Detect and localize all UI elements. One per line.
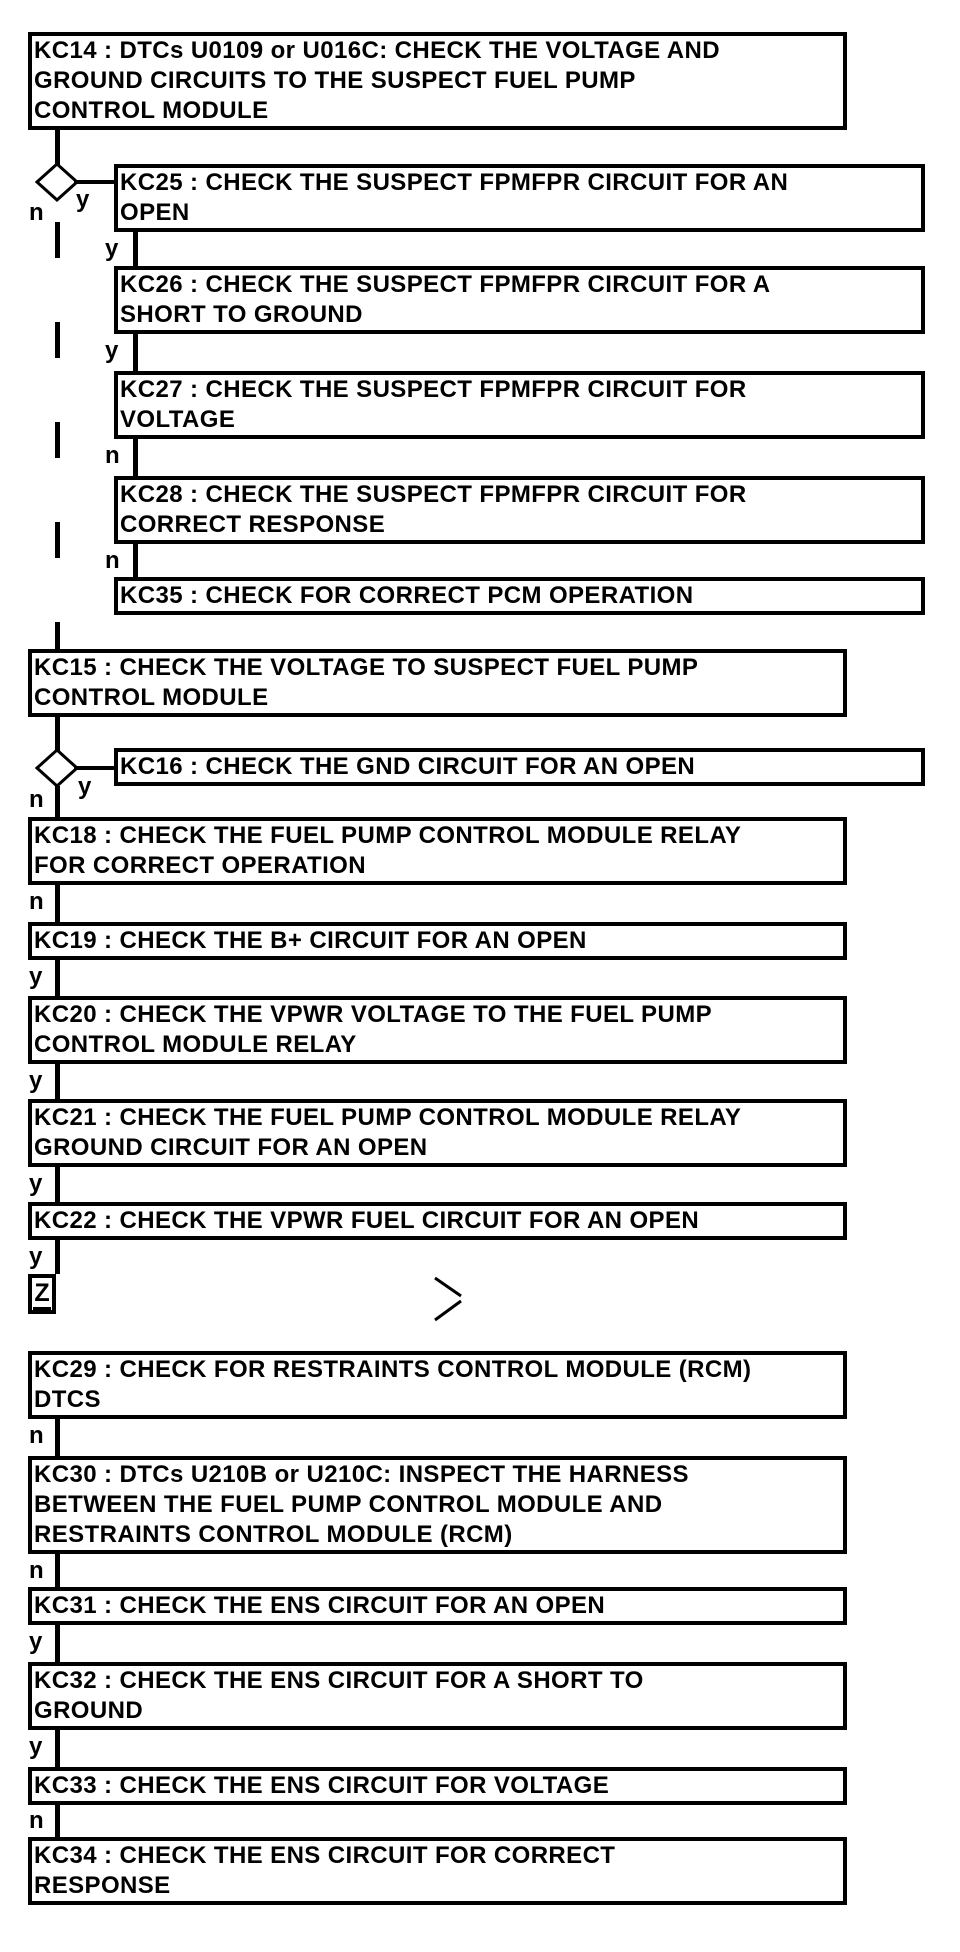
connector-line (55, 1554, 60, 1587)
connector-line (55, 960, 60, 996)
flow-node-kc18: KC18 : CHECK THE FUEL PUMP CONTROL MODUL… (28, 817, 847, 885)
flow-node-kc33: KC33 : CHECK THE ENS CIRCUIT FOR VOLTAGE (28, 1767, 847, 1805)
continuation-chevron-icon (434, 1276, 462, 1322)
flow-node-kc32: KC32 : CHECK THE ENS CIRCUIT FOR A SHORT… (28, 1662, 847, 1730)
flow-node-kc21: KC21 : CHECK THE FUEL PUMP CONTROL MODUL… (28, 1099, 847, 1167)
offpage-connector-label: Z (33, 1279, 51, 1310)
connector-line (74, 180, 114, 184)
edge-label: y (29, 1628, 43, 1655)
flow-node-kc25: KC25 : CHECK THE SUSPECT FPMFPR CIRCUIT … (114, 164, 925, 232)
edge-label-no: n (29, 786, 45, 813)
connector-line-dashed (55, 222, 60, 649)
connector-line (55, 130, 60, 166)
edge-label: y (105, 337, 119, 364)
edge-label: y (29, 963, 43, 990)
flow-node-kc15: KC15 : CHECK THE VOLTAGE TO SUSPECT FUEL… (28, 649, 847, 717)
connector-line (55, 1064, 60, 1099)
connector-line (55, 1240, 60, 1274)
edge-label-no: n (29, 199, 45, 226)
connector-line (133, 544, 138, 577)
connector-line (74, 766, 114, 770)
edge-label: y (29, 1170, 43, 1197)
flow-node-kc30: KC30 : DTCs U210B or U210C: INSPECT THE … (28, 1456, 847, 1554)
connector-line (133, 232, 138, 266)
edge-label: n (29, 1807, 45, 1834)
connector-line (55, 786, 60, 817)
connector-line (55, 1730, 60, 1767)
flow-node-kc16: KC16 : CHECK THE GND CIRCUIT FOR AN OPEN (114, 748, 925, 786)
connector-line (55, 1625, 60, 1662)
edge-label: n (105, 547, 121, 574)
flow-node-kc34: KC34 : CHECK THE ENS CIRCUIT FOR CORRECT… (28, 1837, 847, 1905)
flow-node-kc20: KC20 : CHECK THE VPWR VOLTAGE TO THE FUE… (28, 996, 847, 1064)
flow-node-kc28: KC28 : CHECK THE SUSPECT FPMFPR CIRCUIT … (114, 476, 925, 544)
flow-node-kc19: KC19 : CHECK THE B+ CIRCUIT FOR AN OPEN (28, 922, 847, 960)
edge-label-yes: y (78, 773, 92, 800)
edge-label: y (105, 235, 119, 262)
decision-diamond-kc14 (35, 162, 79, 202)
edge-label: n (29, 888, 45, 915)
edge-label: y (29, 1067, 43, 1094)
connector-line (55, 1419, 60, 1456)
flow-node-kc14: KC14 : DTCs U0109 or U016C: CHECK THE VO… (28, 32, 847, 130)
flow-node-kc35: KC35 : CHECK FOR CORRECT PCM OPERATION (114, 577, 925, 615)
decision-diamond-kc15 (35, 748, 79, 788)
flow-node-kc29: KC29 : CHECK FOR RESTRAINTS CONTROL MODU… (28, 1351, 847, 1419)
flow-node-kc26: KC26 : CHECK THE SUSPECT FPMFPR CIRCUIT … (114, 266, 925, 334)
connector-line (133, 439, 138, 476)
edge-label: n (105, 442, 121, 469)
flow-node-kc31: KC31 : CHECK THE ENS CIRCUIT FOR AN OPEN (28, 1587, 847, 1625)
edge-label: n (29, 1557, 45, 1584)
connector-line (55, 1805, 60, 1837)
connector-line (55, 717, 60, 751)
connector-line (133, 334, 138, 371)
edge-label: y (29, 1243, 43, 1270)
edge-label: n (29, 1422, 45, 1449)
flow-node-kc27: KC27 : CHECK THE SUSPECT FPMFPR CIRCUIT … (114, 371, 925, 439)
connector-line (55, 885, 60, 922)
edge-label: y (29, 1733, 43, 1760)
connector-line (55, 1167, 60, 1202)
offpage-connector-z: Z (28, 1274, 56, 1314)
edge-label-yes: y (76, 186, 90, 213)
flow-node-kc22: KC22 : CHECK THE VPWR FUEL CIRCUIT FOR A… (28, 1202, 847, 1240)
